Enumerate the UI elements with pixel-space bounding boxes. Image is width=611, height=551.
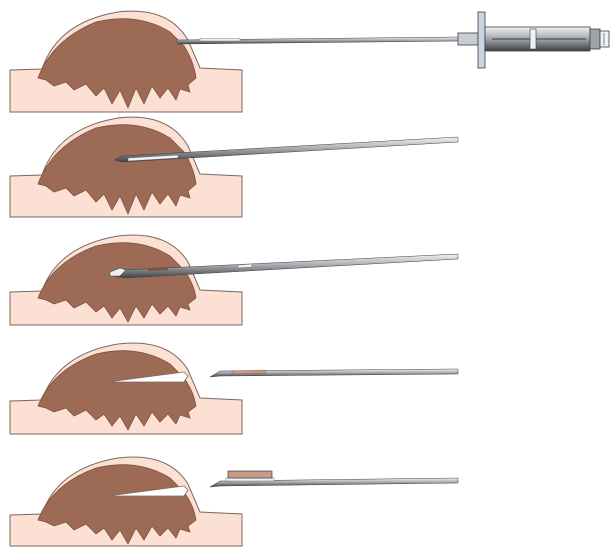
finger-flange	[478, 12, 485, 68]
panel-5	[10, 457, 458, 546]
needle-notch	[200, 39, 240, 42]
biopsy-gun-handle	[458, 12, 609, 68]
specimen-notch	[226, 478, 274, 481]
panel-4	[10, 343, 458, 434]
panel-2	[10, 117, 458, 217]
panel-3	[10, 235, 458, 325]
tissue-specimen	[228, 471, 272, 478]
panel-1	[10, 11, 609, 112]
